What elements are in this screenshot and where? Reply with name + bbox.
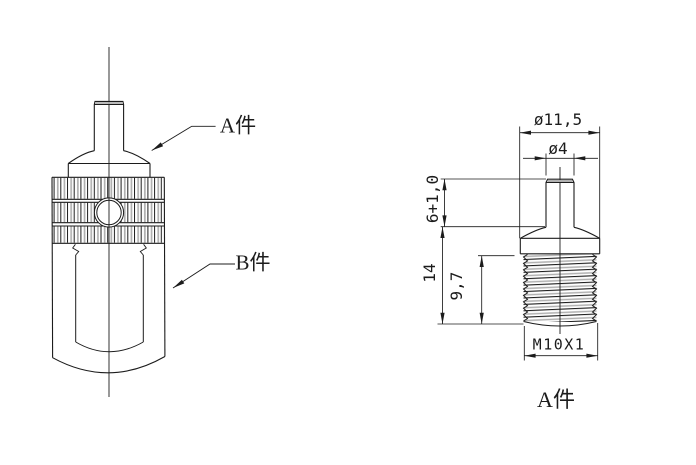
dim-overall-height-text: 14 <box>420 263 439 283</box>
part-b-leader-arrowhead <box>173 279 185 288</box>
part-a-leader <box>151 125 216 151</box>
assembly-part-b-label: B件 <box>235 250 271 275</box>
dim-overall-height-lines <box>437 226 524 325</box>
part-a-stem-outline <box>545 178 575 228</box>
part-a-flange-outline <box>519 226 601 255</box>
dim-thread-length-lines <box>478 255 515 324</box>
dim-flange-diameter-text: ø11,5 <box>533 110 583 129</box>
part-a-view-caption: A件 <box>537 387 575 412</box>
dim-stem-diameter-lines <box>523 153 598 176</box>
dim-thread-spec-text: M10X1 <box>532 335 586 354</box>
dim-stem-diameter-text: ø4 <box>548 139 568 158</box>
dim-thread-spec-lines <box>523 323 599 361</box>
thread-outline <box>522 254 598 327</box>
assembly-part-b-body <box>51 177 166 374</box>
assembly-view <box>51 47 235 397</box>
dim-thread-length-text: 9,7 <box>447 271 466 301</box>
part-b-leader <box>172 263 235 289</box>
assembly-part-a-outline <box>67 100 151 178</box>
part-a-detail-view <box>437 126 601 361</box>
dim-flange-diameter-lines <box>519 126 601 239</box>
assembly-part-a-label: A件 <box>219 113 257 138</box>
dim-stem-height-lines <box>440 178 546 228</box>
dim-stem-height-text: 6+1,0 <box>423 174 442 224</box>
part-a-leader-arrowhead <box>151 142 164 151</box>
